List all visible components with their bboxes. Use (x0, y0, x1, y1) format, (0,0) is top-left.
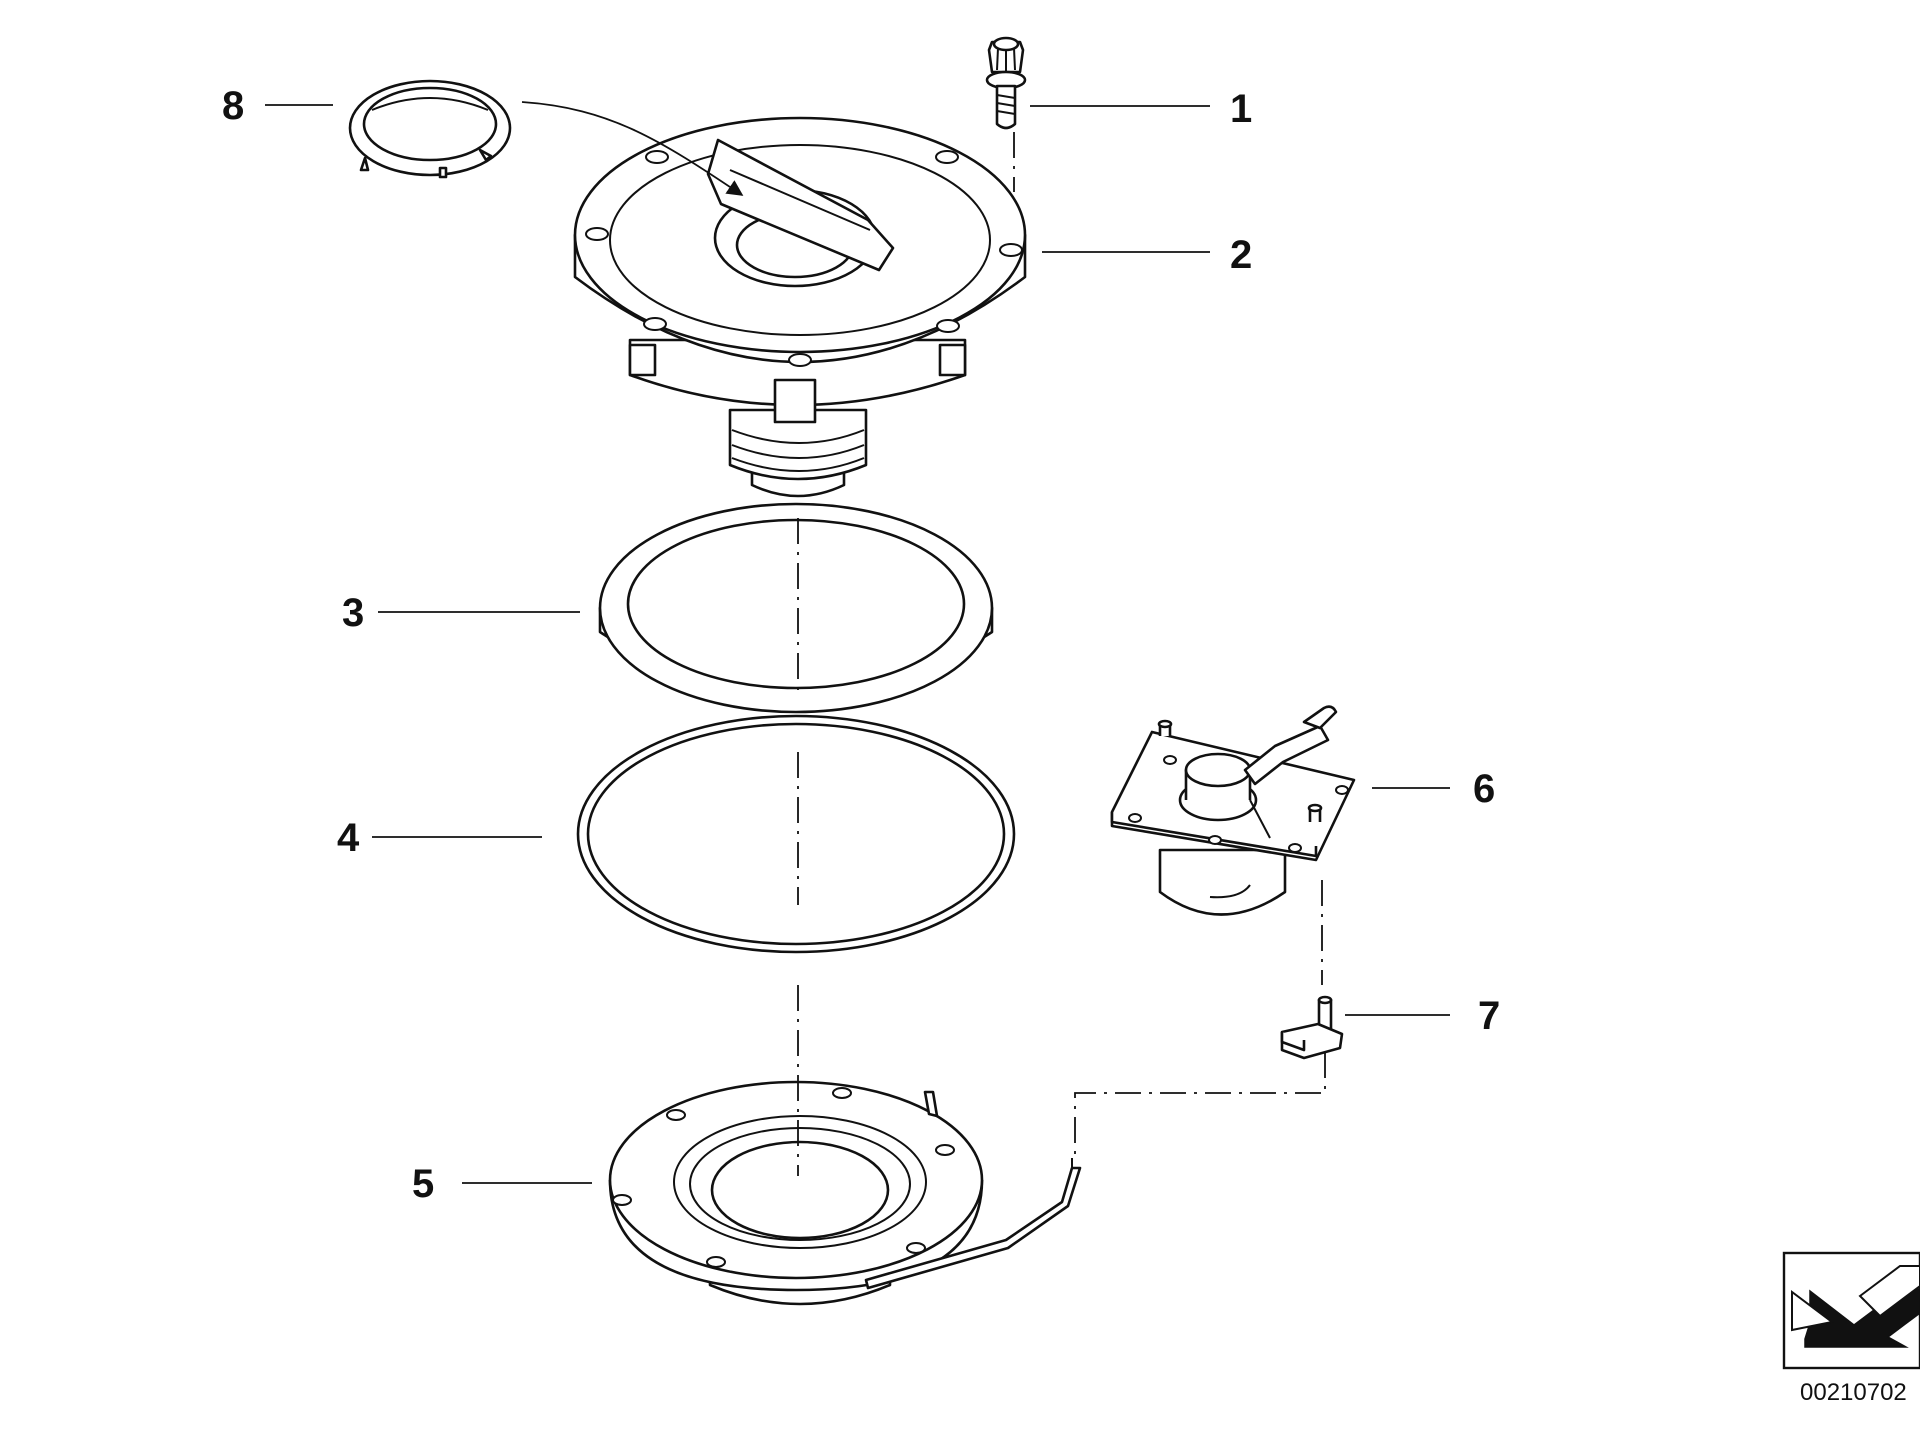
part-1-screw (985, 36, 1027, 130)
callout-7: 7 (1478, 994, 1500, 1038)
callout-3: 3 (342, 591, 364, 635)
callout-6: 6 (1473, 767, 1495, 811)
callout-numbers: 1 2 3 4 5 6 7 8 (222, 84, 1500, 1206)
assembly-axis-lines (797, 132, 1326, 1176)
callout-4: 4 (337, 816, 360, 860)
callout-2: 2 (1230, 233, 1252, 277)
part-4-o-ring (576, 714, 1016, 954)
document-number: 00210702 (1800, 1379, 1907, 1406)
part-7-holder-clip (1280, 995, 1344, 1060)
part-5-mounting-base-plate (608, 1080, 1082, 1306)
part-2-tank-lid-flange (573, 116, 1027, 498)
callout-1: 1 (1230, 87, 1252, 131)
part-3-flat-gasket-ring (598, 502, 994, 714)
callout-5: 5 (412, 1162, 434, 1206)
leader-lines (265, 101, 1450, 1184)
part-8-retaining-ring (348, 79, 512, 179)
leader-8-arrow (521, 101, 744, 196)
part-6-pump-valve-assembly (1110, 705, 1356, 916)
orientation-arrow-icon (1782, 1251, 1920, 1370)
callout-8: 8 (222, 84, 244, 128)
